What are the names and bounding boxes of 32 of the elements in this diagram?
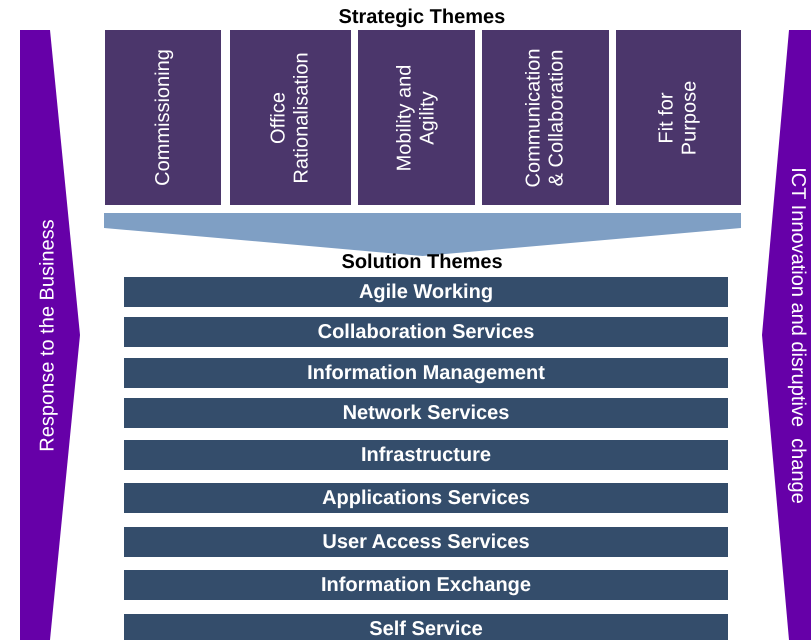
solution-theme-bar bbox=[124, 570, 728, 600]
strategic-theme-box bbox=[358, 30, 475, 205]
theme-label: Information Management bbox=[307, 362, 545, 384]
solution-theme-bar bbox=[124, 483, 728, 513]
solution-theme-bar bbox=[124, 440, 728, 470]
theme-label: Agile Working bbox=[358, 280, 494, 304]
solution-theme-bar bbox=[124, 317, 728, 347]
theme-label: Infrastructure bbox=[360, 444, 492, 466]
strategic-theme-box bbox=[105, 30, 221, 205]
section-heading: Solution Themes bbox=[342, 251, 503, 274]
theme-label: Collaboration Services bbox=[318, 320, 534, 344]
strategic-theme-box bbox=[616, 30, 741, 205]
solution-theme-bar bbox=[124, 277, 728, 307]
section-heading: Strategic Themes bbox=[338, 6, 506, 29]
theme-label: Network Services bbox=[342, 402, 510, 424]
solution-theme-bar bbox=[124, 527, 728, 557]
theme-label: Office Rationalisation bbox=[268, 52, 314, 184]
solution-theme-bar bbox=[124, 358, 728, 388]
strategic-theme-box bbox=[482, 30, 609, 205]
theme-label: Commissioning bbox=[152, 49, 174, 186]
theme-label: Information Exchange bbox=[320, 574, 532, 596]
theme-label: Mobility and Agility bbox=[394, 63, 440, 173]
solution-theme-bar bbox=[124, 398, 728, 428]
theme-label: Communication & Collaboration bbox=[522, 48, 568, 187]
side-label: ICT Innovation and disruptive change bbox=[785, 166, 808, 504]
theme-label: User Access Services bbox=[322, 530, 530, 554]
theme-label: Self Service bbox=[369, 618, 483, 640]
theme-label: Applications Services bbox=[322, 486, 530, 510]
theme-label: Fit for Purpose bbox=[656, 79, 702, 157]
strategic-theme-box bbox=[230, 30, 351, 205]
solution-theme-bar bbox=[124, 614, 728, 640]
side-label: Response to the Business bbox=[36, 218, 60, 452]
